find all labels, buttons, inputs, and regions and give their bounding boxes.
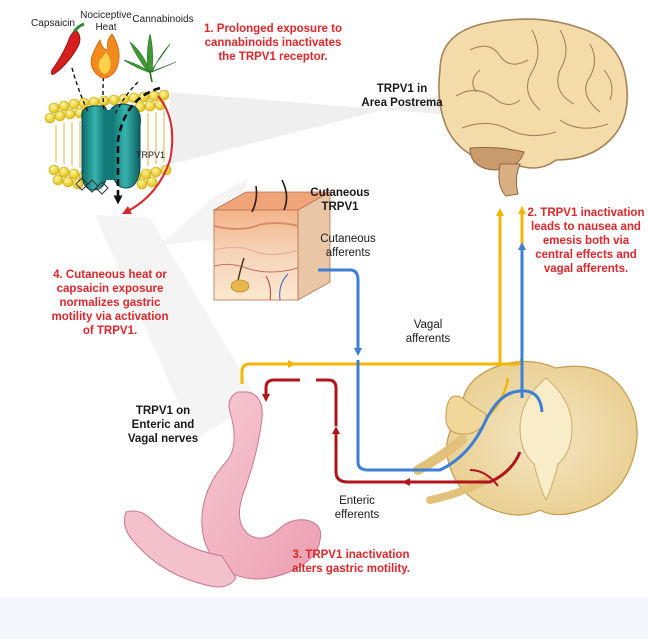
vagal-afferents-label-line: Vagal <box>413 319 443 331</box>
brain-trpv1-label-line: TRPV1 in <box>376 83 428 95</box>
enteric-vagal-nerves-label-line: Enteric and <box>131 419 195 432</box>
cutaneous-trpv1-label-line: TRPV1 <box>321 201 359 214</box>
note-2-line: vagal afferents. <box>543 263 629 276</box>
capsaicin-label: Capsaicin <box>31 18 75 29</box>
trpv1-channel-label: TRPV1 <box>136 150 166 160</box>
enteric-vagal-nerves-label: TRPV1 on Enteric and Vagal nerves <box>118 404 208 446</box>
capsaicin-pepper-illustration <box>50 22 85 75</box>
note-3-gastric-motility: 3. TRPV1 inactivation alters gastric mot… <box>280 548 422 576</box>
note-4-cutaneous-heat: 4. Cutaneous heat or capsaicin exposure … <box>40 268 180 338</box>
cutaneous-trpv1-label-line: Cutaneous <box>310 187 370 199</box>
nociceptive-heat-label-line2: Heat <box>95 22 117 34</box>
lipid-tails <box>55 111 165 168</box>
note-1-line: cannabinoids inactivates <box>204 37 342 50</box>
note-1-prolonged-exposure: 1. Prolonged exposure to cannabinoids in… <box>198 22 348 64</box>
note-2-line: central effects and <box>535 249 637 262</box>
lipid-bilayer <box>44 89 172 190</box>
membrane-inset <box>44 67 174 215</box>
vagal-afferents-label: Vagal afferents <box>390 318 466 346</box>
trpv1-channel <box>81 103 141 191</box>
enteric-efferent-cord-link <box>469 469 499 487</box>
enteric-efferent-to-stomach <box>262 378 300 402</box>
brain-trpv1-label-line: Area Postrema <box>361 97 443 110</box>
vagal-afferents-label-line: afferents <box>405 333 451 346</box>
enteric-efferent-path <box>332 426 522 484</box>
cannabinoids-label: Cannabinoids <box>132 14 194 25</box>
note-1-line: 1. Prolonged exposure to <box>203 23 343 35</box>
note-4-line: 4. Cutaneous heat or <box>53 269 167 281</box>
cutaneous-afferents-label: Cutaneous afferents <box>308 232 388 260</box>
stomach-illustration <box>123 391 322 588</box>
inactivation-feedback-arrow <box>121 95 174 215</box>
channel-base-scaffold <box>75 177 109 195</box>
cutaneous-afferent-path <box>318 268 362 356</box>
note-2-line: 2. TRPV1 inactivation <box>527 207 645 219</box>
projection-beam-brain <box>168 92 452 165</box>
note-4-line: normalizes gastric <box>59 297 161 310</box>
brain-gyri <box>455 29 613 137</box>
cutaneous-afferents-label-line: afferents <box>325 247 371 260</box>
brain-trpv1-label: TRPV1 in Area Postrema <box>352 82 452 110</box>
enteric-efferents-label: Enteric efferents <box>322 494 392 522</box>
note-4-line: motility via activation <box>51 311 169 324</box>
note-4-line: capsaicin exposure <box>56 283 164 296</box>
note-2-nausea-emesis: 2. TRPV1 inactivation leads to nausea an… <box>526 206 646 276</box>
spinal-cord-illustration <box>413 360 638 516</box>
projection-beam-stomach <box>95 215 258 440</box>
cannabis-leaf-illustration <box>123 33 177 83</box>
enteric-vagal-nerves-label-line: TRPV1 on <box>135 405 191 417</box>
heat-flame-illustration <box>90 33 120 79</box>
brainstem <box>498 163 521 197</box>
enteric-vagal-nerves-label-line: Vagal nerves <box>127 433 199 446</box>
note-1-line: the TRPV1 receptor. <box>218 51 328 64</box>
note-2-line: emesis both via <box>542 235 630 248</box>
note-3-line: 3. TRPV1 inactivation <box>292 549 410 561</box>
nociceptive-heat-label: Nociceptive Heat <box>74 10 138 34</box>
footer-band <box>0 598 648 639</box>
note-3-line: alters gastric motility. <box>291 563 411 576</box>
brain-illustration <box>438 18 629 197</box>
enteric-efferent-return <box>316 378 338 426</box>
cutaneous-afferent-to-cord <box>356 360 544 472</box>
dashed-inhibition-arrow <box>113 86 161 205</box>
enteric-efferents-label-line: efferents <box>334 509 380 522</box>
cutaneous-afferents-label-line: Cutaneous <box>320 233 376 245</box>
note-4-line: of TRPV1. <box>82 325 138 338</box>
cutaneous-trpv1-label: Cutaneous TRPV1 <box>300 186 380 214</box>
enteric-efferents-label-line: Enteric <box>339 495 375 507</box>
nociceptive-heat-label-line1: Nociceptive <box>80 10 132 21</box>
skin-section-illustration <box>212 179 332 301</box>
note-2-line: leads to nausea and <box>531 221 641 234</box>
